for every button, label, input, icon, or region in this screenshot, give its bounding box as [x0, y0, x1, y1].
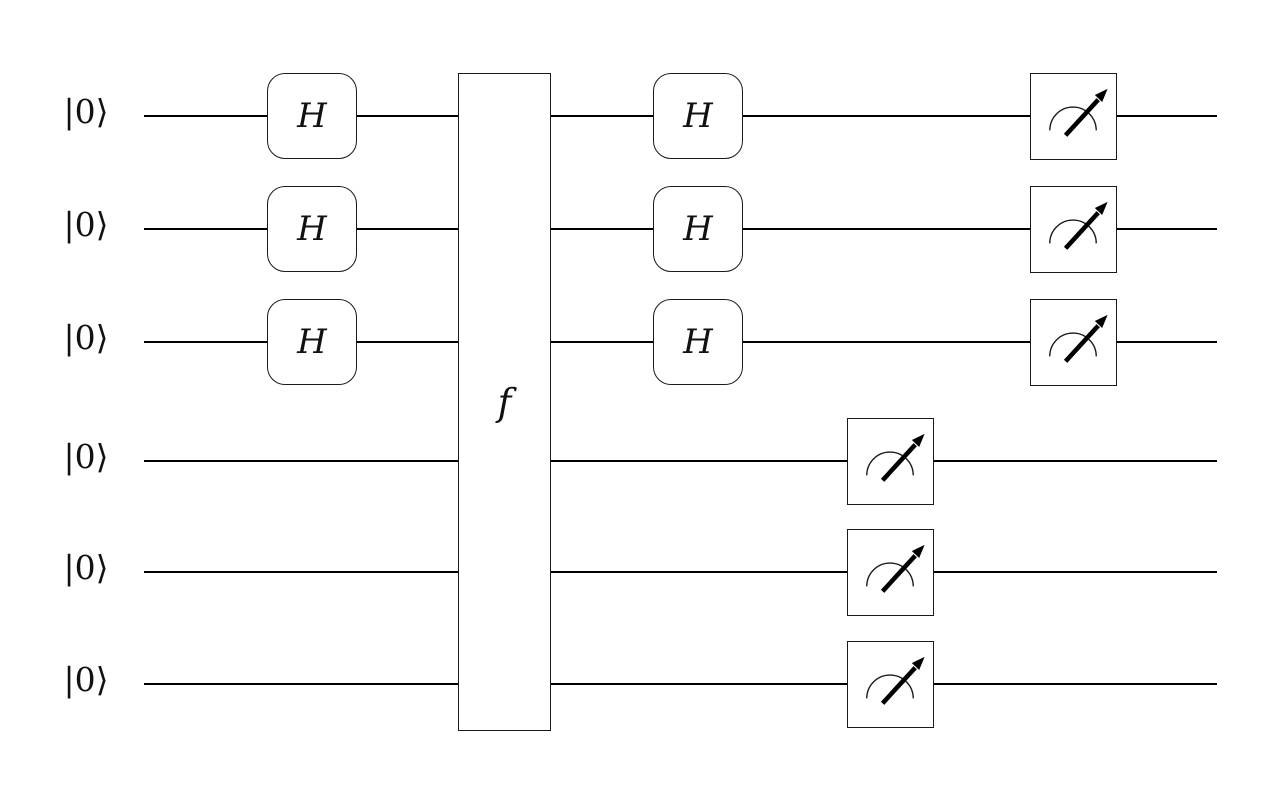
gate-label: H [297, 96, 327, 136]
meter-arrow-icon [866, 656, 925, 705]
measurement-gate [1030, 186, 1117, 273]
hadamard-gate: H [653, 73, 743, 159]
measurement-gate [1030, 73, 1117, 160]
gate-label: H [683, 209, 713, 249]
meter-arrow-icon [1049, 201, 1108, 250]
meter-arrow-icon [866, 433, 925, 482]
measurement-gate [847, 641, 934, 728]
qubit-wire-5 [144, 571, 1217, 573]
meter-arrow-icon [1049, 88, 1108, 137]
ket-label-qubit-4: |0⟩ [63, 437, 109, 476]
measurement-gate [847, 529, 934, 616]
ket-label-qubit-2: |0⟩ [63, 205, 109, 244]
ket-label-qubit-6: |0⟩ [63, 660, 109, 699]
ket-label-qubit-1: |0⟩ [63, 92, 109, 131]
ket-label-qubit-3: |0⟩ [63, 318, 109, 357]
hadamard-gate: H [267, 299, 357, 385]
meter-arrow-icon [1049, 314, 1108, 363]
gate-label: H [297, 322, 327, 362]
hadamard-gate: H [267, 186, 357, 272]
oracle-label: f [497, 380, 512, 424]
measurement-gate [1030, 299, 1117, 386]
hadamard-gate: H [653, 186, 743, 272]
measurement-gate [847, 418, 934, 505]
gate-label: H [683, 96, 713, 136]
meter-arrow-icon [866, 544, 925, 593]
gate-label: H [683, 322, 713, 362]
oracle-gate: f [458, 73, 551, 731]
hadamard-gate: H [267, 73, 357, 159]
ket-label-qubit-5: |0⟩ [63, 548, 109, 587]
qubit-wire-4 [144, 460, 1217, 462]
gate-label: H [297, 209, 327, 249]
qubit-wire-6 [144, 683, 1217, 685]
hadamard-gate: H [653, 299, 743, 385]
